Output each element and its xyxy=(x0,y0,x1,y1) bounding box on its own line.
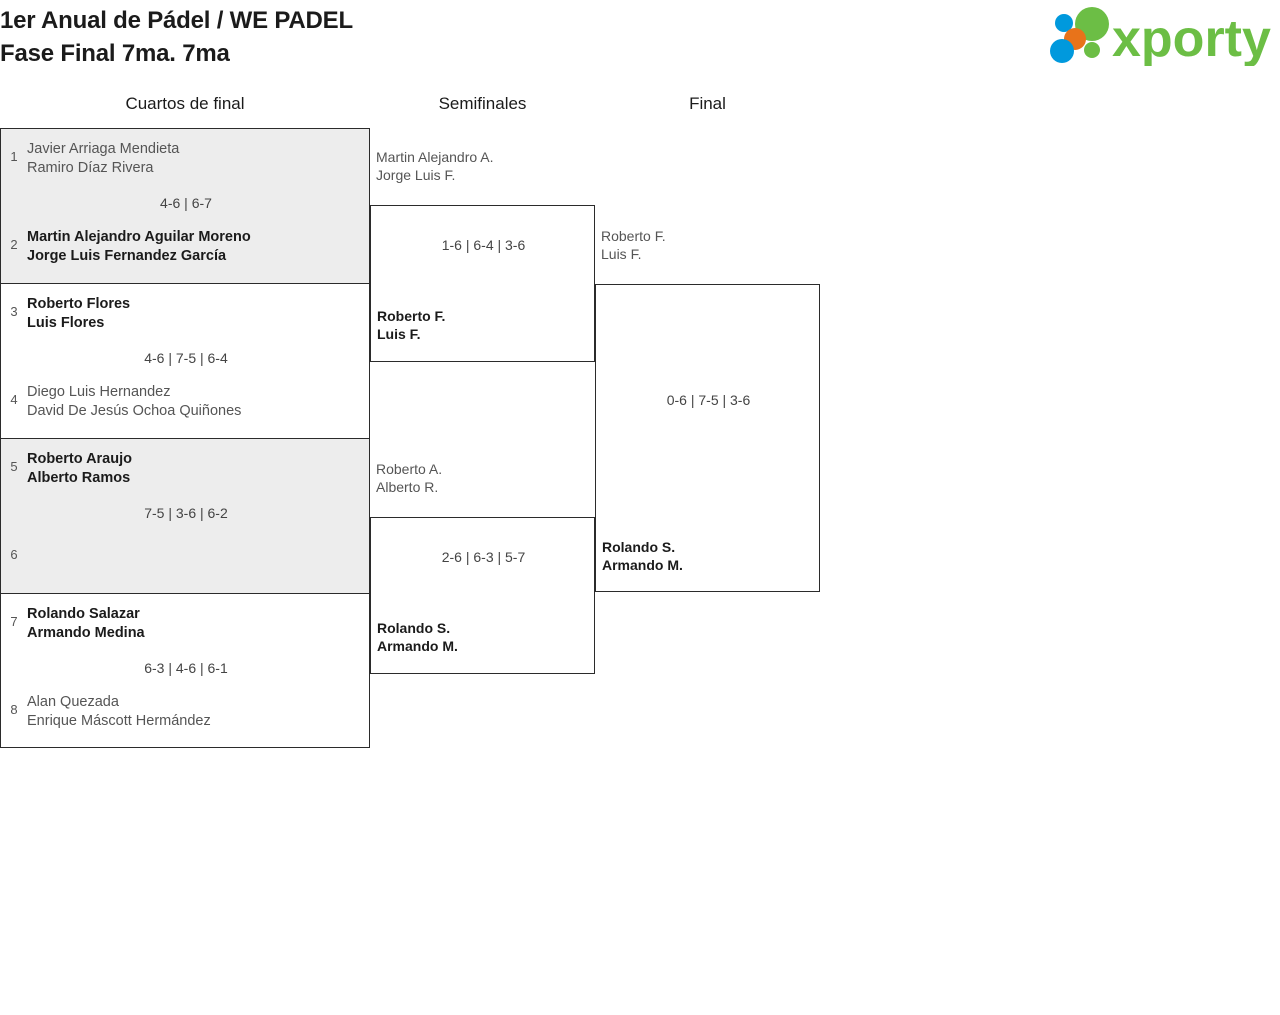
team-players: Alan Quezada Enrique Máscott Hermández xyxy=(27,692,211,730)
player-name: Roberto Flores xyxy=(27,296,131,312)
player-name: Roberto F. xyxy=(377,308,446,324)
player-name: Luis F. xyxy=(377,326,421,342)
final-winning-team: Rolando S. Armando M. xyxy=(602,538,815,574)
match-score: 2-6 | 6-3 | 5-7 xyxy=(441,549,526,565)
match-team-bottom[interactable]: 6 xyxy=(1,537,369,587)
player-name: Jorge Luis F. xyxy=(376,167,456,183)
logo-wordmark: xporty xyxy=(1112,10,1271,66)
match-score: 0-6 | 7-5 | 3-6 xyxy=(666,392,751,408)
tournament-title: 1er Anual de Pádel / WE PADEL Fase Final… xyxy=(0,4,353,70)
semifinal-1-losing-team: Martin Alejandro A. Jorge Luis F. xyxy=(376,148,595,184)
final-losing-team: Roberto F. Luis F. xyxy=(601,227,820,263)
player-name: Jorge Luis Fernandez García xyxy=(27,247,227,264)
seed-number: 6 xyxy=(10,547,18,562)
player-name: Rolando S. xyxy=(602,539,676,555)
svg-text:xporty: xporty xyxy=(1112,10,1271,66)
seed-number: 5 xyxy=(10,459,18,474)
semifinal-1-winning-team: Roberto F. Luis F. xyxy=(377,307,590,343)
player-name: Armando Medina xyxy=(27,624,145,641)
match-team-bottom[interactable]: 2 Martin Alejandro Aguilar Moreno Jorge … xyxy=(1,227,369,277)
player-name: Armando M. xyxy=(602,557,683,573)
team-players: Diego Luis Hernandez David De Jesús Ocho… xyxy=(27,382,241,420)
player-name: Rolando Salazar xyxy=(27,606,140,622)
xporty-logo[interactable]: xporty xyxy=(1040,6,1272,66)
seed-number: 8 xyxy=(10,702,18,717)
page-header: 1er Anual de Pádel / WE PADEL Fase Final… xyxy=(0,0,1280,78)
match-semifinal-2[interactable]: 2-6 | 6-3 | 5-7 Rolando S. Armando M. xyxy=(370,517,595,674)
tournament-title-line-1: 1er Anual de Pádel / WE PADEL xyxy=(0,7,353,34)
match-score: 7-5 | 3-6 | 6-2 xyxy=(144,505,228,521)
player-name: Enrique Máscott Hermández xyxy=(27,712,211,729)
match-quarterfinal-1[interactable]: 1 Javier Arriaga Mendieta Ramiro Díaz Ri… xyxy=(0,128,370,283)
seed-number: 1 xyxy=(10,149,18,164)
match-team-top[interactable]: 3 Roberto Flores Luis Flores xyxy=(1,294,369,344)
player-name: David De Jesús Ochoa Quiñones xyxy=(27,402,242,419)
player-name: Alberto R. xyxy=(376,479,439,495)
player-name: Javier Arriaga Mendieta xyxy=(27,141,180,157)
match-team-top[interactable]: 1 Javier Arriaga Mendieta Ramiro Díaz Ri… xyxy=(1,139,369,189)
seed-number: 2 xyxy=(10,237,18,252)
player-name: Alberto Ramos xyxy=(27,469,131,486)
match-quarterfinal-2[interactable]: 3 Roberto Flores Luis Flores 4-6 | 7-5 |… xyxy=(0,283,370,438)
match-team-bottom[interactable]: 8 Alan Quezada Enrique Máscott Hermández xyxy=(1,692,369,742)
match-quarterfinal-4[interactable]: 7 Rolando Salazar Armando Medina 6-3 | 4… xyxy=(0,593,370,748)
team-players: Roberto Araujo Alberto Ramos xyxy=(27,449,132,487)
semifinal-2-losing-team: Roberto A. Alberto R. xyxy=(376,460,595,496)
seed-number: 4 xyxy=(10,392,18,407)
player-name: Armando M. xyxy=(377,638,458,654)
match-team-top[interactable]: 7 Rolando Salazar Armando Medina xyxy=(1,604,369,654)
semifinal-2-winning-team: Rolando S. Armando M. xyxy=(377,619,590,655)
player-name: Martin Alejandro A. xyxy=(376,149,494,165)
round-headers: Cuartos de final Semifinales Final xyxy=(0,94,1280,122)
team-players: Rolando Salazar Armando Medina xyxy=(27,604,145,642)
round-header-semifinals: Semifinales xyxy=(438,94,527,113)
match-quarterfinal-3[interactable]: 5 Roberto Araujo Alberto Ramos 7-5 | 3-6… xyxy=(0,438,370,593)
round-header-final: Final xyxy=(689,94,726,113)
player-name: Roberto A. xyxy=(376,461,443,477)
match-team-bottom[interactable]: 4 Diego Luis Hernandez David De Jesús Oc… xyxy=(1,382,369,432)
player-name: Diego Luis Hernandez xyxy=(27,384,171,400)
player-name: Roberto Araujo xyxy=(27,451,132,467)
player-name: Ramiro Díaz Rivera xyxy=(27,159,154,176)
seed-number: 7 xyxy=(10,614,18,629)
player-name: Martin Alejandro Aguilar Moreno xyxy=(27,229,251,245)
player-name: Luis F. xyxy=(601,246,642,262)
match-team-top[interactable]: 5 Roberto Araujo Alberto Ramos xyxy=(1,449,369,499)
player-name: Luis Flores xyxy=(27,314,105,331)
match-score: 6-3 | 4-6 | 6-1 xyxy=(144,660,228,676)
match-semifinal-1[interactable]: 1-6 | 6-4 | 3-6 Roberto F. Luis F. xyxy=(370,205,595,362)
tournament-title-line-2: Fase Final 7ma. 7ma xyxy=(0,40,230,67)
player-name: Alan Quezada xyxy=(27,694,119,710)
player-name: Roberto F. xyxy=(601,228,666,244)
match-final[interactable]: 0-6 | 7-5 | 3-6 Rolando S. Armando M. xyxy=(595,284,820,592)
team-players: Javier Arriaga Mendieta Ramiro Díaz Rive… xyxy=(27,139,179,177)
match-score: 4-6 | 7-5 | 6-4 xyxy=(144,350,228,366)
team-players: Martin Alejandro Aguilar Moreno Jorge Lu… xyxy=(27,227,251,265)
round-header-quarterfinals: Cuartos de final xyxy=(125,94,245,113)
seed-number: 3 xyxy=(10,304,18,319)
team-players: Roberto Flores Luis Flores xyxy=(27,294,130,332)
match-score: 1-6 | 6-4 | 3-6 xyxy=(441,237,526,253)
match-score: 4-6 | 6-7 xyxy=(160,195,212,211)
logo-dots xyxy=(1050,7,1109,63)
player-name: Rolando S. xyxy=(377,620,451,636)
